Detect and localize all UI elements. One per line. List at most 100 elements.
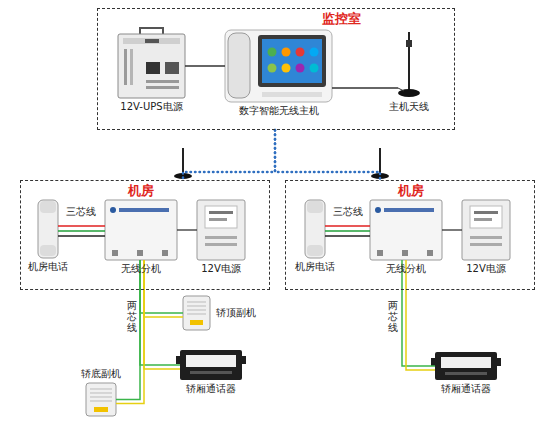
device-label: 12V电源 — [466, 263, 506, 275]
speaker-unit-picture — [86, 383, 116, 416]
wire — [275, 130, 380, 180]
room-title: 监控室 — [322, 11, 361, 27]
vent — [205, 243, 237, 246]
screen — [262, 39, 322, 83]
grille — [187, 310, 206, 311]
device: 机房电话 — [305, 200, 325, 258]
grille — [90, 397, 112, 398]
wire — [144, 260, 180, 369]
mount-ear — [242, 356, 246, 364]
nameplate — [119, 208, 169, 212]
wire — [325, 225, 370, 226]
port — [427, 250, 433, 256]
device: 轿厢通话器 — [435, 352, 497, 380]
device: 机房电话 — [38, 200, 58, 258]
wire — [185, 65, 225, 66]
vent — [146, 80, 179, 83]
port — [137, 250, 143, 256]
car-intercom-picture — [431, 352, 501, 380]
cable-connector — [185, 66, 225, 67]
wire — [332, 87, 398, 88]
wire — [58, 235, 105, 236]
app-icon — [296, 64, 305, 73]
device: 12V电源 — [462, 200, 510, 260]
device: 轿底副机 — [86, 383, 116, 416]
nameplate-line — [209, 211, 233, 214]
device: 无线分机 — [105, 200, 177, 260]
wire — [58, 225, 105, 226]
port — [402, 250, 408, 256]
nameplate — [470, 206, 502, 228]
grille — [187, 314, 206, 315]
nameplate-line — [474, 218, 492, 221]
cable-connector — [325, 226, 370, 236]
cable-connector — [177, 230, 197, 231]
room-region: 机房机房电话无线分机12V电源 — [285, 180, 535, 290]
room-region: 机房机房电话无线分机12V电源 — [20, 180, 270, 290]
device-label: 轿顶副机 — [216, 307, 256, 319]
grille — [187, 306, 206, 307]
speaker-unit-picture — [183, 296, 210, 330]
device-label: 数字智能无线主机 — [239, 105, 319, 117]
earpiece — [307, 201, 323, 213]
device-label: 机房电话 — [295, 261, 335, 273]
nameplate-line — [474, 211, 498, 214]
antenna-base — [398, 89, 420, 97]
device: 无线分机 — [370, 200, 442, 260]
nameplate — [123, 38, 180, 44]
mount-ear — [497, 358, 501, 366]
port — [162, 250, 168, 256]
antenna-coil — [406, 40, 412, 47]
grille — [90, 401, 112, 402]
indicator — [146, 62, 160, 74]
device-label: 12V电源 — [201, 263, 241, 275]
vent — [470, 236, 502, 239]
housing — [118, 34, 185, 98]
antenna-rod — [182, 148, 184, 174]
room-phone-picture — [305, 200, 325, 258]
wire — [140, 260, 180, 365]
device-label: 轿厢通话器 — [186, 383, 236, 395]
device: 12V电源 — [197, 200, 245, 260]
app-icon — [282, 64, 291, 73]
bezel — [258, 35, 326, 87]
vent — [205, 236, 237, 239]
indicator — [165, 62, 179, 74]
stripe — [124, 49, 127, 85]
mount-ear — [176, 356, 180, 364]
device-label: 无线分机 — [386, 263, 426, 275]
wireless-link — [183, 130, 275, 180]
device: 12V-UPS电源 — [118, 28, 185, 98]
app-icon — [296, 48, 305, 57]
grille — [90, 389, 112, 390]
vent — [470, 243, 502, 246]
device-label: 无线分机 — [121, 263, 161, 275]
device: 轿厢通话器 — [180, 350, 242, 380]
button — [190, 320, 203, 325]
housing — [197, 200, 245, 260]
room-title: 机房 — [398, 183, 424, 199]
device-label: 主机天线 — [389, 101, 429, 113]
port — [377, 250, 383, 256]
cable-connector — [402, 260, 435, 370]
room-phone-picture — [38, 200, 58, 258]
housing — [180, 350, 242, 380]
housing — [86, 383, 116, 416]
power-supply-picture — [462, 200, 510, 260]
vent — [146, 86, 179, 89]
nameplate-mark — [145, 39, 159, 43]
cable-label: 两芯线 — [127, 300, 137, 333]
handset — [38, 200, 58, 258]
mouthpiece — [307, 245, 323, 256]
housing — [462, 200, 510, 260]
room-title: 机房 — [128, 183, 154, 199]
wire — [325, 235, 370, 236]
button — [94, 407, 108, 412]
stripe — [130, 49, 133, 85]
cable-connector — [332, 88, 398, 89]
app-icon — [268, 48, 277, 57]
wire — [177, 229, 197, 230]
grille — [90, 393, 112, 394]
cable-connector — [140, 260, 180, 369]
mouthpiece — [40, 245, 56, 256]
